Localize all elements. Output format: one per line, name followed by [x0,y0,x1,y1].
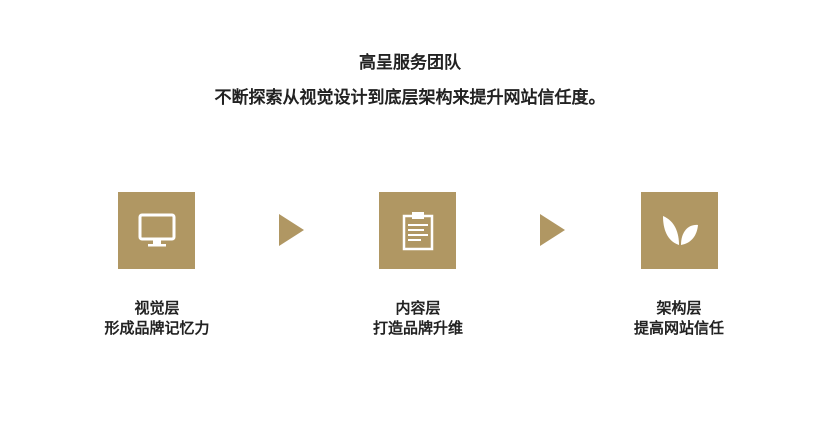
architecture-layer-tile [641,192,718,269]
layer-name: 视觉层 [134,299,180,317]
visual-layer-caption: 视觉层 形成品牌记忆力 [67,298,247,338]
content-layer-caption: 内容层 打造品牌升维 [328,298,508,338]
monitor-icon [138,213,175,246]
architecture-layer-caption: 架构层 提高网站信任 [589,298,769,338]
section-title: 高呈服务团队 [359,53,461,73]
layer-name: 内容层 [395,299,441,317]
clipboard-icon [402,211,433,250]
layer-description: 形成品牌记忆力 [104,319,210,337]
visual-layer-tile [118,192,195,269]
layer-description: 打造品牌升维 [372,319,463,337]
leaf-icon [662,215,698,245]
layer-description: 提高网站信任 [633,319,724,337]
layer-name: 架构层 [656,299,702,317]
content-layer-tile [379,192,456,269]
step-arrow [279,214,304,246]
section-subtitle: 不断探索从视觉设计到底层架构来提升网站信任度。 [214,88,606,108]
step-arrow [540,214,565,246]
